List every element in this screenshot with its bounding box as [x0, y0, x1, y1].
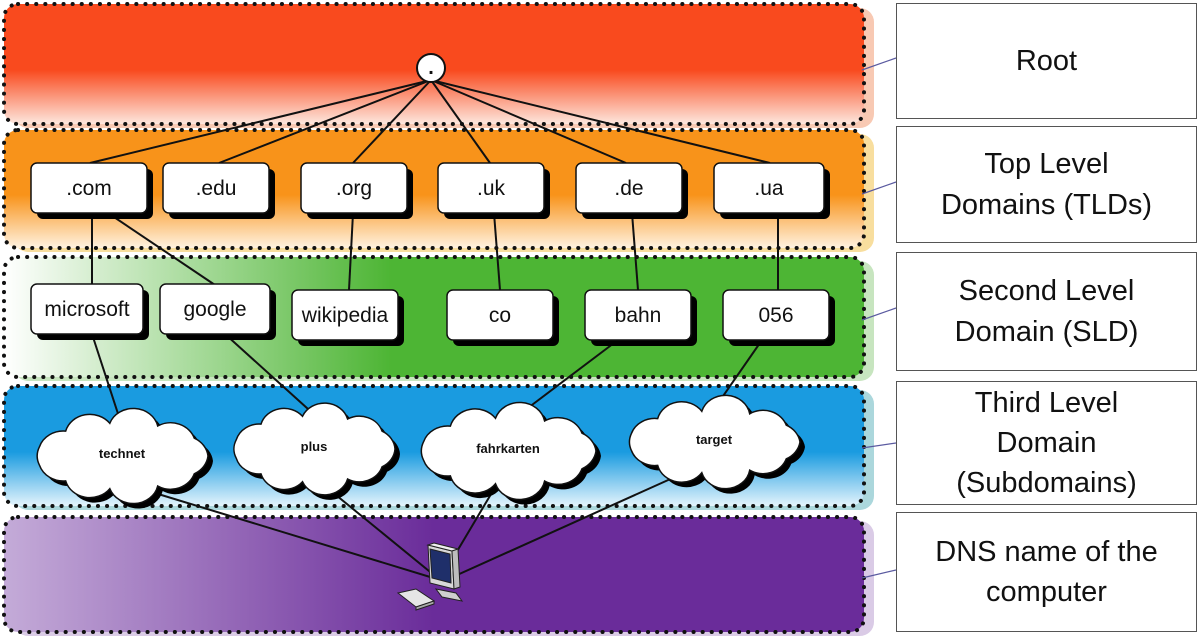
- sld-node-4-label: bahn: [615, 304, 662, 327]
- sld-node-5: 056: [722, 289, 835, 346]
- tld-node-1-box: [162, 162, 270, 214]
- keyboard-edge: [415, 600, 435, 611]
- label-connector-sld: [861, 307, 897, 321]
- edge-microsoft-technet: [91, 333, 123, 427]
- sld-node-0-box: [30, 283, 144, 335]
- tld-node-2: .org: [300, 162, 413, 219]
- tld-node-4-box: [575, 162, 683, 214]
- edge-root-tld-2: [352, 79, 432, 164]
- subdomain-cloud: [628, 394, 801, 490]
- subdomain-label: technet: [99, 446, 146, 461]
- edge-google-plus: [224, 333, 319, 419]
- hierarchy-edges: [89, 79, 779, 581]
- computer-icon: [396, 542, 464, 611]
- edge-root-tld-4: [430, 79, 627, 164]
- tld-node-2-box: [300, 162, 408, 214]
- tld-node-4-label: .de: [614, 177, 643, 200]
- sld-node-4-box: [584, 289, 692, 341]
- label-connector-dns: [861, 569, 897, 579]
- tld-node-1-label: .edu: [196, 177, 237, 200]
- label-dns-line-1: DNS name of the: [935, 535, 1158, 568]
- sld-node-5-label: 056: [758, 304, 793, 327]
- sld-node-2: wikipedia: [291, 289, 404, 346]
- monitor-base: [434, 588, 464, 602]
- root-node-label: .: [428, 57, 434, 79]
- label-tld-line-1: Top Level: [984, 148, 1109, 181]
- tld-node-0-label: .com: [66, 177, 112, 200]
- subdomain-cloud: [233, 402, 396, 496]
- sld-node-3-box: [446, 289, 554, 341]
- subdomain-cloud: [420, 401, 597, 501]
- label-connector-third: [861, 442, 897, 449]
- sld-node-2-label: wikipedia: [301, 304, 389, 327]
- edge-uk-co: [493, 212, 501, 291]
- tld-node-0-box: [30, 162, 148, 214]
- tld-node-5-label: .ua: [754, 177, 784, 200]
- label-tld: Top Level Domains (TLDs): [896, 126, 1197, 243]
- label-sld-line-2: Domain (SLD): [954, 315, 1139, 348]
- subdomain-label: fahrkarten: [476, 441, 540, 456]
- hierarchy-nodes: . .com .edu .org .uk .de .ua microsoft google wik…: [30, 53, 835, 611]
- subdomain-label: target: [696, 432, 733, 447]
- monitor-screen: [429, 548, 452, 584]
- label-dns-line-2: computer: [986, 576, 1107, 608]
- edge-root-tld-1: [218, 79, 432, 164]
- sld-node-0-label: microsoft: [44, 298, 129, 321]
- tld-node-3-label: .uk: [477, 177, 506, 200]
- sld-node-1-box: [159, 283, 271, 335]
- label-connector-root: [861, 57, 897, 71]
- label-sld-line-1: Second Level: [958, 275, 1135, 308]
- tld-node-3-box: [437, 162, 545, 214]
- label-third-line-2: Domain: [996, 426, 1097, 459]
- edge-root-tld-5: [430, 79, 771, 164]
- sld-node-4: bahn: [584, 289, 697, 346]
- label-third-line-1: Third Level: [974, 386, 1119, 419]
- subdomain-node-0: technet: [36, 407, 213, 509]
- monitor-back: [451, 548, 461, 590]
- subdomain-label: plus: [301, 439, 328, 454]
- sld-node-1-label: google: [183, 298, 246, 321]
- label-connector-tld: [861, 181, 897, 195]
- label-third: Third Level Domain (Subdomains): [896, 381, 1197, 505]
- edge-target-computer: [445, 471, 687, 581]
- sld-node-3: co: [446, 289, 559, 346]
- label-root: Root: [896, 3, 1197, 119]
- subdomain-node-1: plus: [233, 402, 400, 500]
- sld-node-0: microsoft: [30, 283, 149, 340]
- subdomain-node-3: target: [628, 394, 805, 494]
- sld-node-3-label: co: [489, 304, 511, 327]
- tld-node-2-label: .org: [336, 177, 372, 200]
- label-tld-line-2: Domains (TLDs): [940, 188, 1153, 221]
- edge-com-google: [107, 212, 216, 286]
- tld-node-0: .com: [30, 162, 153, 219]
- edge-plus-computer: [319, 481, 441, 581]
- label-root-line: Root: [1015, 44, 1078, 77]
- tld-node-1: .edu: [162, 162, 275, 219]
- tld-node-3: .uk: [437, 162, 550, 219]
- label-third-line-3: (Subdomains): [956, 467, 1137, 499]
- edge-technet-computer: [144, 489, 441, 581]
- label-dns: DNS name of the computer: [896, 512, 1197, 632]
- sld-node-5-box: [722, 289, 830, 341]
- edge-de-bahn: [631, 212, 639, 291]
- subdomain-node-2: fahrkarten: [420, 401, 601, 505]
- subdomain-cloud: [36, 407, 209, 505]
- edge-org-wikipedia: [348, 212, 354, 291]
- sld-node-2-box: [291, 289, 399, 341]
- tld-node-5: .ua: [713, 162, 830, 219]
- tld-node-5-box: [713, 162, 825, 214]
- edge-root-tld-0: [89, 79, 432, 164]
- edge-root-tld-3: [430, 79, 491, 164]
- label-connectors: [861, 57, 897, 579]
- label-sld: Second Level Domain (SLD): [896, 252, 1197, 371]
- sld-node-1: google: [159, 283, 276, 340]
- tld-node-4: .de: [575, 162, 688, 219]
- root-node: [416, 53, 446, 83]
